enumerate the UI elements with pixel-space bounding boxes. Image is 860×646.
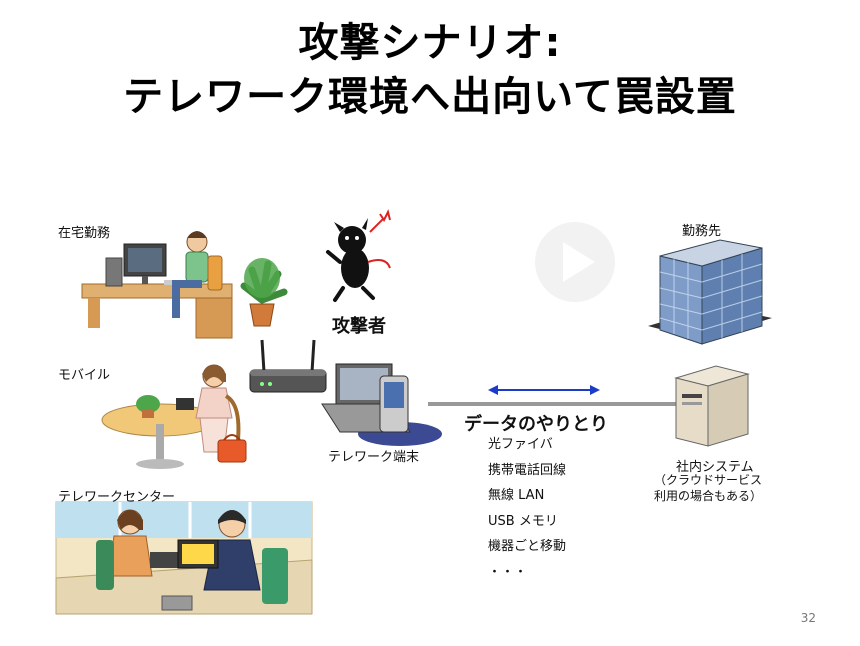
telework-center-label: テレワークセンター (58, 490, 176, 505)
office-building-icon (648, 239, 772, 345)
telework-terminal-label: テレワーク端末 (328, 450, 420, 465)
slide-title-line1: 攻撃シナリオ: (298, 20, 562, 66)
list-item: USB メモリ (488, 513, 558, 529)
home-office-illustration (81, 231, 288, 339)
list-item: 無線 LAN (488, 488, 545, 503)
server-icon (674, 365, 750, 447)
data-exchange-list: 光ファイバ 携帯電話回線 無線 LAN USB メモリ 機器ごと移動 ・・・ (488, 432, 566, 585)
list-item: 光ファイバ (488, 437, 553, 452)
internal-system-label: 社内システム (676, 460, 754, 475)
list-item: ・・・ (488, 564, 528, 580)
telework-terminal-icon (321, 363, 442, 446)
attacker-devil-icon (326, 209, 391, 302)
list-item: 機器ごと移動 (488, 539, 567, 554)
home-work-label: 在宅勤務 (58, 226, 111, 241)
play-button-icon (535, 222, 615, 302)
page-number: 32 (800, 611, 816, 625)
router-icon (249, 339, 327, 393)
data-exchange-title: データのやりとり (464, 414, 608, 435)
list-item: 携帯電話回線 (488, 462, 567, 478)
mobile-work-illustration (101, 364, 247, 469)
telework-center-illustration (55, 501, 313, 615)
slide-title-line2: テレワーク環境へ出向いて罠設置 (123, 74, 737, 120)
office-label: 勤務先 (682, 224, 722, 239)
bidirectional-arrow (488, 385, 600, 395)
mobile-label: モバイル (58, 368, 111, 383)
internal-system-note: （クラウドサービス 利用の場合もある） (654, 473, 763, 503)
attacker-label: 攻撃者 (332, 316, 386, 337)
